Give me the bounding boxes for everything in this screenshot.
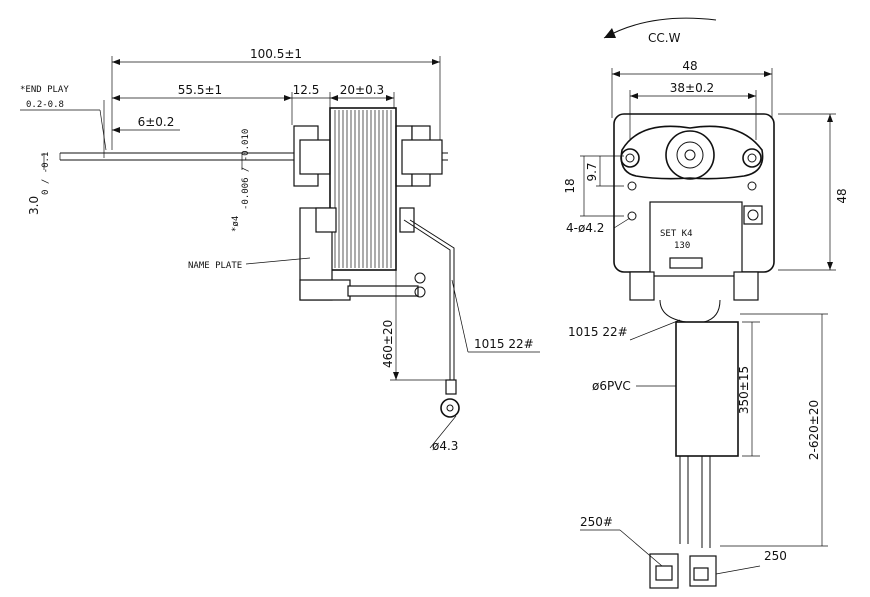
wire-right-label: 1015 22# bbox=[568, 325, 628, 339]
dim-12-label: 12.5 bbox=[293, 83, 320, 97]
dim-20-label: 20±0.3 bbox=[340, 83, 384, 97]
shaft-dia-label: *ø4 bbox=[231, 216, 241, 232]
dim-620-label: 2-620±20 bbox=[807, 400, 821, 460]
wire-left-label: 1015 22# bbox=[474, 337, 534, 351]
front-view: CC.W 48 38±0.2 48 18 9.7 4-ø4.2 bbox=[563, 17, 849, 589]
side-view: 100.5±1 55.5±1 12.5 20±0.3 6±0.2 *END PL… bbox=[20, 47, 540, 453]
dim-3-tolerance: 0 / -0.1 bbox=[41, 152, 51, 195]
rotation-label: CC.W bbox=[648, 31, 681, 45]
holes-label: 4-ø4.2 bbox=[566, 221, 604, 235]
dim-3-label: 3.0 bbox=[27, 196, 41, 215]
dim-6-label: 6±0.2 bbox=[138, 115, 175, 129]
terminal-right-label: 250 bbox=[764, 549, 787, 563]
dim-97-label: 9.7 bbox=[585, 162, 599, 181]
end-play-label: *END PLAY bbox=[20, 85, 69, 95]
lead-460-label: 460±20 bbox=[381, 320, 395, 368]
set-label: SET K4 bbox=[660, 229, 693, 239]
width-48-label: 48 bbox=[682, 59, 697, 73]
name-plate-label: NAME PLATE bbox=[188, 261, 242, 271]
terminal-left-label: 250# bbox=[580, 515, 613, 529]
pvc-label: ø6PVC bbox=[592, 379, 631, 393]
lamination-lines bbox=[334, 110, 392, 268]
dim-18-label: 18 bbox=[563, 178, 577, 193]
dim-55-label: 55.5±1 bbox=[178, 83, 222, 97]
ring-dia-label: ø4.3 bbox=[432, 439, 458, 453]
end-play-value: 0.2-0.8 bbox=[26, 100, 64, 110]
overall-length-label: 100.5±1 bbox=[250, 47, 302, 61]
dim-350-label: 350±15 bbox=[737, 366, 751, 414]
shaft-tolerance: -0.006 / -0.010 bbox=[241, 129, 251, 210]
hole-spacing-label: 38±0.2 bbox=[670, 81, 714, 95]
height-48-label: 48 bbox=[835, 188, 849, 203]
set-value: 130 bbox=[674, 241, 690, 251]
